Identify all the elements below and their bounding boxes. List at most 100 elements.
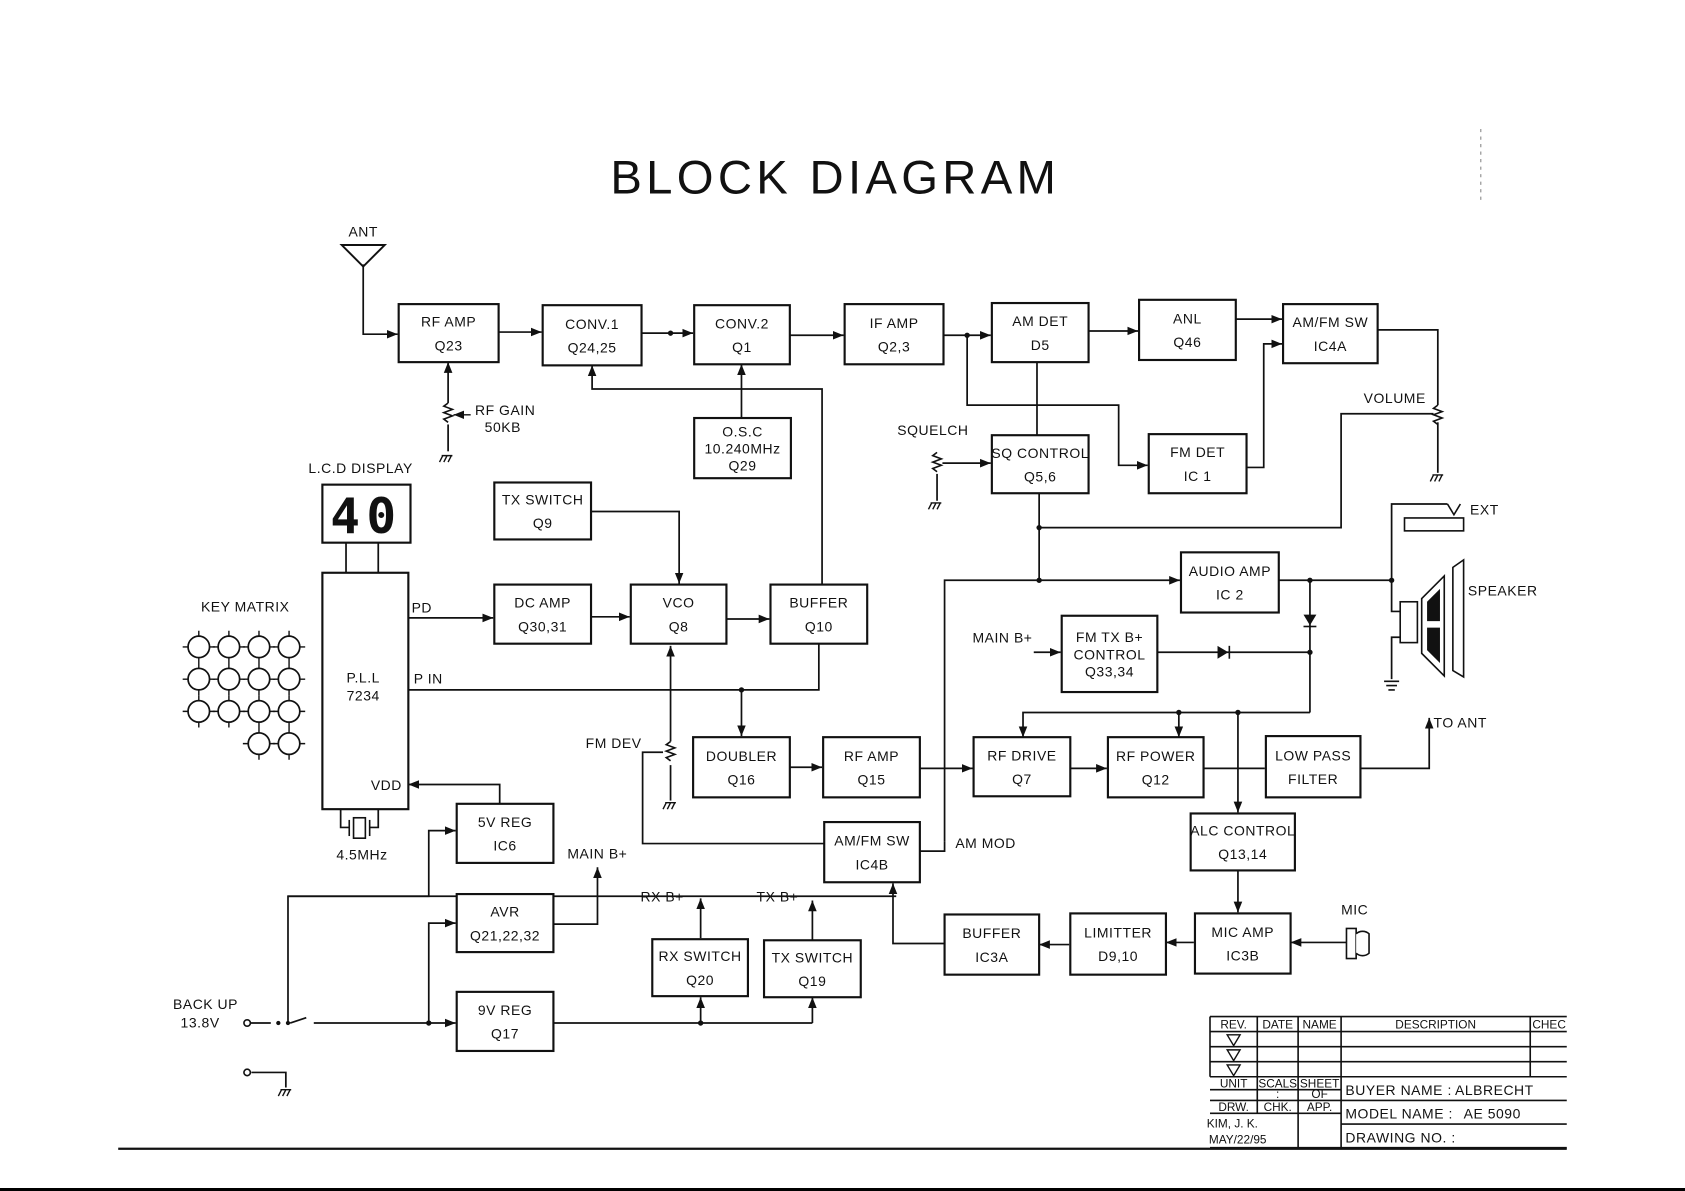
block-frame bbox=[972, 736, 1072, 798]
sheet-value: OF bbox=[1311, 1087, 1327, 1101]
key-switch-icon bbox=[247, 699, 271, 723]
block-name-label: BUFFER bbox=[962, 925, 1021, 941]
block-frame bbox=[455, 802, 555, 864]
block-part-label: Q13,14 bbox=[1218, 846, 1267, 862]
block-frame bbox=[1069, 912, 1168, 976]
block-frame bbox=[541, 304, 643, 367]
block-name-label: TX SWITCH bbox=[502, 492, 584, 508]
backup-terminal-icon bbox=[243, 1018, 281, 1077]
ant-label: ANT bbox=[348, 223, 378, 239]
wire-ant-rfamp bbox=[362, 264, 398, 339]
block-frame bbox=[1147, 433, 1248, 495]
block-part-label: Q20 bbox=[686, 972, 714, 988]
block-part-label: Q30,31 bbox=[518, 618, 567, 634]
block-low-pass: LOW PASS FILTER bbox=[1264, 735, 1362, 799]
block-part-label: Q23 bbox=[435, 337, 463, 353]
block-part-label: D9,10 bbox=[1098, 948, 1138, 964]
rf-gain-label: RF GAIN bbox=[475, 402, 535, 418]
to-ant-label: TO ANT bbox=[1434, 715, 1487, 731]
block-frame bbox=[1189, 812, 1296, 872]
block-part-label: Q19 bbox=[798, 973, 826, 989]
wire-avr-mainb bbox=[553, 867, 602, 926]
ground-icon bbox=[438, 454, 453, 463]
block-name-label: 10.240MHz bbox=[704, 440, 780, 456]
vdd-label: VDD bbox=[371, 777, 402, 793]
wire-bus-rfdrive bbox=[1018, 711, 1310, 738]
model-value: AE 5090 bbox=[1464, 1106, 1521, 1122]
block-name-label: RF AMP bbox=[844, 748, 899, 764]
backup-switch bbox=[289, 1016, 307, 1024]
back-up-label: BACK UP bbox=[173, 996, 238, 1012]
key-switch-icon bbox=[247, 667, 271, 691]
block-frame bbox=[843, 303, 945, 366]
lcd-display: 40 bbox=[321, 483, 412, 545]
block-frame bbox=[651, 938, 749, 998]
wire-amfmsw-volume bbox=[1377, 329, 1439, 406]
pll-block bbox=[321, 571, 410, 811]
block-frame bbox=[1281, 303, 1379, 365]
block-part-label: IC3B bbox=[1226, 948, 1259, 964]
microphone-icon bbox=[1345, 927, 1370, 960]
title-block: REV. DATE NAME DESCRIPTION CHEC UNIT SCA… bbox=[1207, 1015, 1567, 1149]
key-matrix-label: KEY MATRIX bbox=[201, 598, 290, 614]
wire-speaker-ground bbox=[1390, 636, 1401, 680]
check-header: CHEC bbox=[1532, 1017, 1566, 1031]
block-name-label: DC AMP bbox=[514, 595, 571, 611]
key-switch-icon bbox=[247, 635, 271, 659]
block-name-label: DOUBLER bbox=[706, 748, 777, 764]
key-switch-icon bbox=[247, 732, 271, 756]
wire-volume-wiper bbox=[1039, 412, 1434, 529]
rx-b-plus-label: RX B+ bbox=[640, 889, 683, 905]
block-name-label: CONV.1 bbox=[565, 316, 619, 332]
key-switch-icon bbox=[277, 635, 301, 659]
block-part-label: FILTER bbox=[1288, 771, 1338, 787]
revision-triangle-icon bbox=[1225, 1034, 1242, 1078]
crystal-icon bbox=[348, 816, 371, 839]
block-part-label: Q7 bbox=[1012, 771, 1032, 787]
block-name-label: AM/FM SW bbox=[1293, 314, 1369, 330]
diode-icon bbox=[1217, 645, 1231, 659]
block-part-label: Q24,25 bbox=[568, 339, 617, 355]
key-switch-icon bbox=[277, 699, 301, 723]
mic-label: MIC bbox=[1341, 901, 1368, 917]
wire-5vreg-vdd bbox=[408, 780, 501, 804]
key-switch-icon bbox=[217, 635, 241, 659]
block-frame bbox=[990, 301, 1090, 364]
block-frame bbox=[990, 434, 1090, 495]
block-frame bbox=[493, 481, 593, 541]
block-frame bbox=[1193, 912, 1292, 975]
block-part-label: IC3A bbox=[975, 949, 1008, 965]
block-name-label: LOW PASS bbox=[1275, 747, 1351, 763]
block-part-label: Q2,3 bbox=[878, 338, 910, 354]
block-frame bbox=[1106, 736, 1205, 799]
key-switch-icon bbox=[187, 667, 211, 691]
main-b-plus-label-2: MAIN B+ bbox=[567, 846, 627, 862]
block-name-label: CONTROL bbox=[1074, 646, 1146, 662]
block-name-label: ALC CONTROL bbox=[1190, 823, 1295, 839]
main-b-plus-label: MAIN B+ bbox=[973, 630, 1033, 646]
block-part-label: Q8 bbox=[669, 618, 689, 634]
block-part-label: Q21,22,32 bbox=[470, 927, 540, 943]
scale-value: : bbox=[1276, 1087, 1279, 1101]
pll-part: 7234 bbox=[347, 688, 380, 704]
wire-buffer-conv1 bbox=[587, 365, 823, 585]
chk-label: CHK. bbox=[1264, 1100, 1292, 1114]
block-part-label: Q29 bbox=[729, 458, 757, 474]
ext-jack-icon bbox=[1403, 503, 1465, 532]
labels: ANT RF GAIN 50KB L.C.D DISPLAY KEY MATRI… bbox=[173, 223, 1537, 1030]
wire-lpf-toant bbox=[1360, 717, 1434, 770]
block-name-label: LIMITTER bbox=[1084, 925, 1152, 941]
wire-speaker-plus bbox=[1390, 580, 1401, 613]
ground-icon bbox=[927, 502, 942, 510]
block-name-label: ANL bbox=[1173, 310, 1202, 326]
